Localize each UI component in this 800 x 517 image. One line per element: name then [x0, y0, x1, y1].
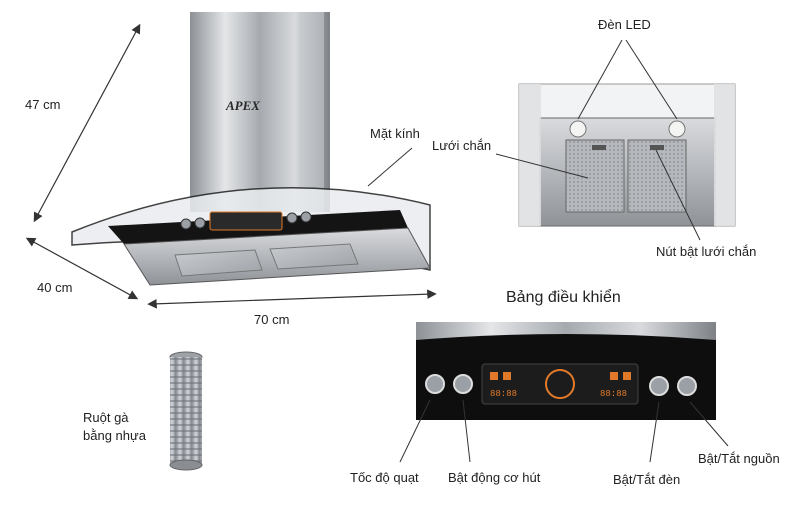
filter-latch-right — [650, 145, 664, 150]
display-icon-3 — [610, 372, 618, 380]
display-icon-2 — [503, 372, 511, 380]
duct-label-line1: Ruột gà — [83, 410, 129, 425]
motor-label: Bật động cơ hút — [448, 470, 541, 485]
chimney-seam — [300, 12, 324, 212]
filter-view-image — [518, 83, 736, 227]
display-readout-right: 88:88 — [600, 389, 628, 399]
depth-dimension-line — [25, 237, 139, 300]
hood-button-3[interactable] — [286, 212, 298, 224]
motor-pointer — [462, 399, 471, 463]
light-pointer — [649, 401, 660, 463]
hood-button-2[interactable] — [194, 217, 206, 229]
power-label: Bật/Tắt nguồn — [698, 451, 780, 466]
light-label: Bật/Tắt đèn — [613, 472, 681, 487]
hood-display — [209, 211, 283, 231]
panel-display — [481, 363, 639, 405]
power-button[interactable] — [677, 376, 697, 396]
filter-panel-left — [565, 139, 625, 213]
filter-release-label: Nút bật lưới chắn — [656, 244, 757, 259]
height-dimension-line — [33, 23, 141, 223]
led-light-right — [668, 120, 686, 138]
display-readout-left: 88:88 — [490, 389, 518, 399]
fan-speed-label: Tốc độ quạt — [350, 470, 419, 485]
filter-panel-right — [627, 139, 687, 213]
range-hood — [71, 12, 431, 286]
height-label: 47 cm — [25, 97, 61, 112]
duct-label-line2: bằng nhựa — [83, 428, 146, 443]
display-icon-1 — [490, 372, 498, 380]
hood-under-filter-left — [174, 249, 263, 277]
filter-label: Lưới chắn — [432, 138, 492, 153]
width-dimension-line — [147, 289, 437, 309]
control-panel-image — [416, 322, 716, 420]
hood-button-4[interactable] — [300, 211, 312, 223]
filter-release-pointer — [655, 149, 701, 241]
filter-pointer — [495, 153, 589, 179]
led-pointer-left — [577, 39, 623, 120]
display-dial — [545, 369, 575, 399]
led-label: Đèn LED — [598, 17, 651, 32]
width-label: 70 cm — [254, 312, 290, 327]
control-panel-title: Bảng điều khiển — [506, 289, 621, 306]
flexible-duct — [169, 351, 203, 471]
display-icon-4 — [623, 372, 631, 380]
filter-latch-left — [592, 145, 606, 150]
light-button[interactable] — [649, 376, 669, 396]
glass-pointer — [367, 147, 413, 187]
led-light-left — [569, 120, 587, 138]
led-pointer-right — [625, 39, 678, 120]
power-pointer — [689, 401, 729, 447]
hood-button-1[interactable] — [180, 218, 192, 230]
fan-speed-pointer — [399, 399, 431, 463]
brand-logo: APEX — [226, 98, 260, 113]
fan-speed-button[interactable] — [425, 374, 445, 394]
glass-label: Mặt kính — [370, 126, 420, 141]
depth-label: 40 cm — [37, 280, 73, 295]
hood-under-filter-right — [269, 243, 359, 270]
motor-button[interactable] — [453, 374, 473, 394]
